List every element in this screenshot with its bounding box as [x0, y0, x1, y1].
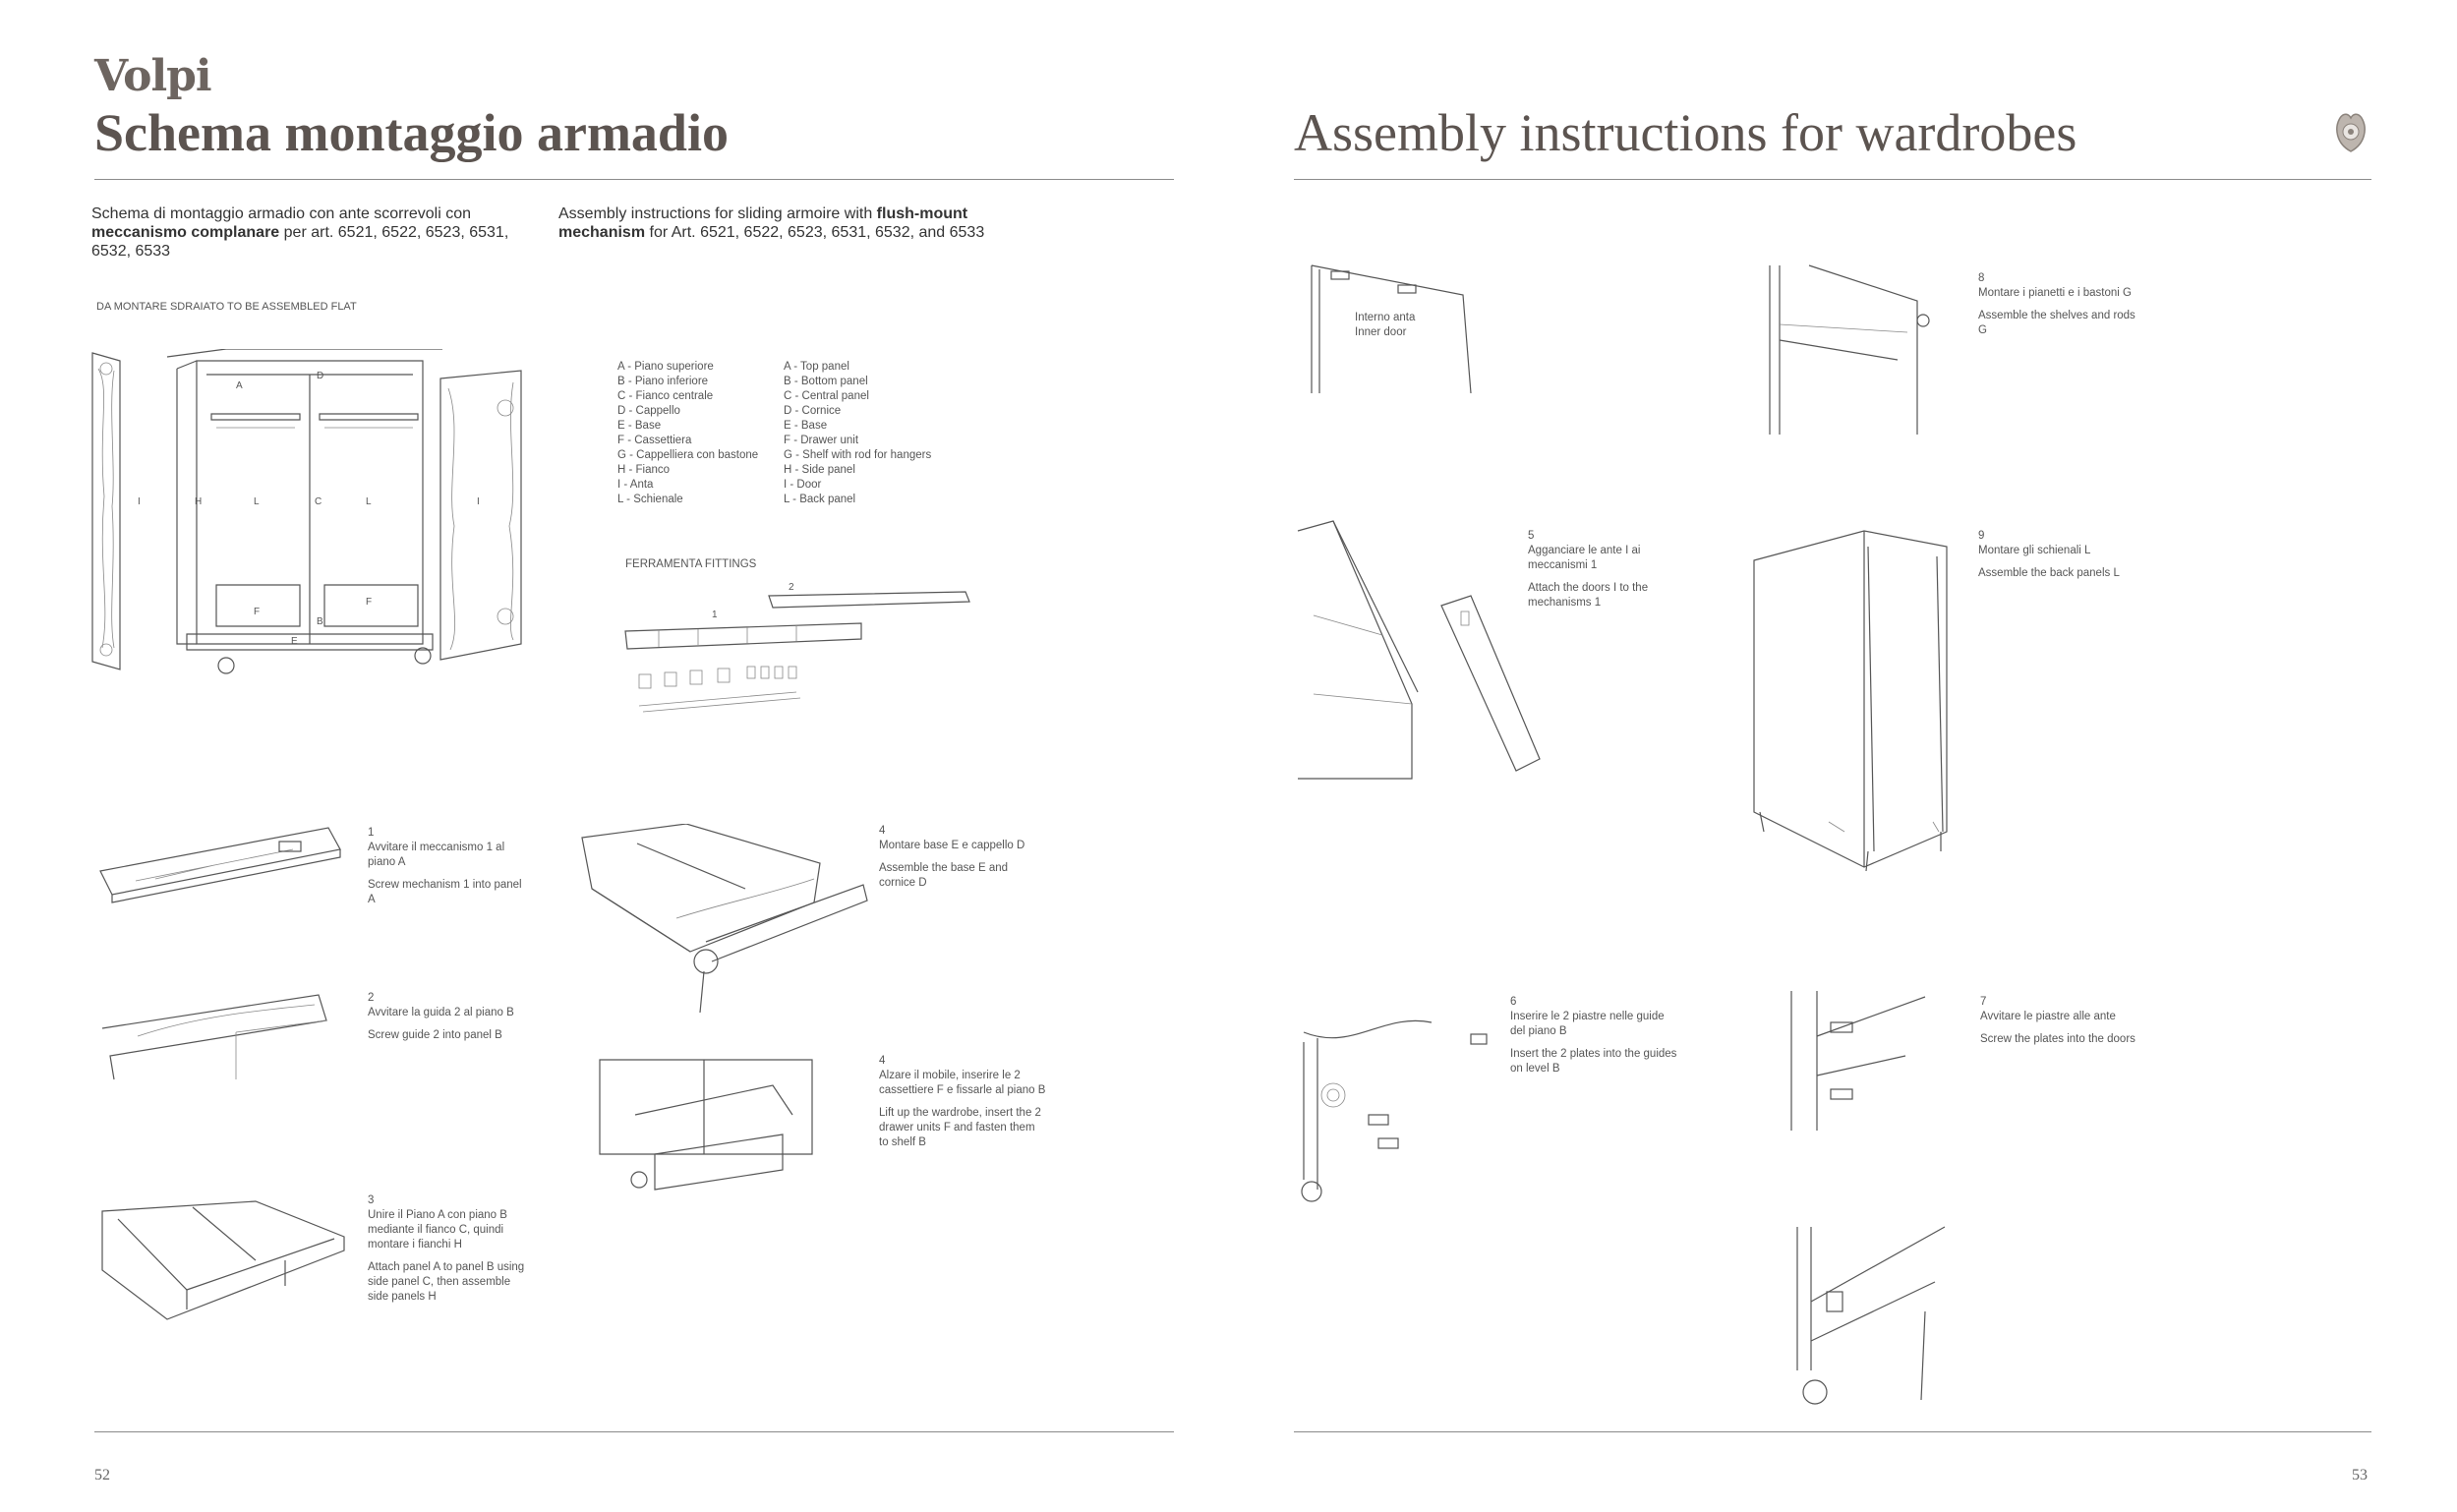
step-7-diagram: [1790, 991, 1926, 1131]
fittings-diagram: 2 1: [619, 580, 973, 727]
intro-english: Assembly instructions for sliding armoir…: [558, 205, 985, 241]
step-6-diagram: [1301, 1019, 1488, 1202]
page-title-italian: Schema montaggio armadio: [94, 103, 729, 162]
fittings-label: FERRAMENTA FITTINGS: [625, 558, 757, 570]
flat-assembly-note: DA MONTARE SDRAIATO TO BE ASSEMBLED FLAT: [96, 301, 357, 313]
step-3-diagram: [101, 1200, 345, 1320]
footer-divider-left: [94, 1431, 1174, 1432]
header-divider-right: [1294, 179, 2371, 180]
step-9-diagram: [1753, 530, 1948, 872]
step-5-diagram: [1297, 520, 1541, 780]
page-title-english: Assembly instructions for wardrobes: [1294, 103, 2077, 162]
exploded-wardrobe-diagram: A D I H L C L I F F B E: [88, 348, 541, 688]
plate-detail-diagram: [1796, 1226, 1946, 1405]
intro-italian: Schema di montaggio armadio con ante sco…: [91, 205, 509, 260]
footer-divider-right: [1294, 1431, 2371, 1432]
step-2-diagram: [101, 994, 327, 1080]
step-4-base-diagram: [581, 824, 868, 1014]
step-1-diagram: [99, 827, 341, 903]
step-4-drawers-diagram: [599, 1059, 813, 1191]
header-divider-left: [94, 179, 1174, 180]
step-8-diagram: [1769, 264, 1930, 435]
brand-logo: Volpi: [94, 51, 212, 101]
ornament-emblem-icon: [2336, 113, 2366, 152]
page-number-right: 53: [2352, 1467, 2368, 1483]
inner-door-diagram: [1311, 264, 1472, 394]
page-number-left: 52: [94, 1467, 110, 1483]
